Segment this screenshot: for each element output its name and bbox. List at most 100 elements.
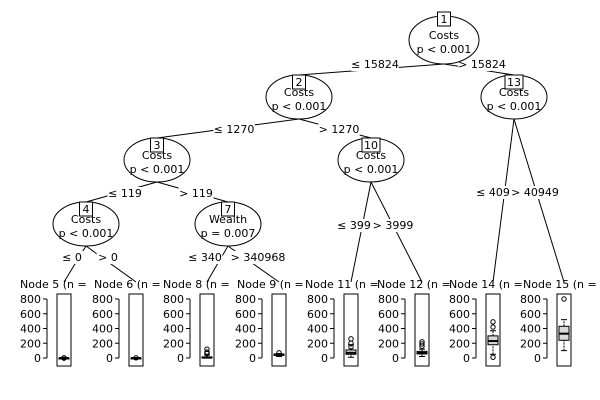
terminal-panel-12: [414, 293, 430, 367]
edge-label-bg: [318, 123, 360, 136]
outlier-point: [419, 339, 425, 345]
split-variable-7: Wealth: [209, 213, 247, 226]
y-tick-label: 200: [520, 337, 541, 350]
outlier-point: [204, 349, 210, 355]
y-tick-label: 200: [235, 337, 256, 350]
y-tick-label: 600: [378, 308, 399, 321]
split-variable-1: Costs: [429, 29, 459, 42]
outlier-point: [348, 344, 354, 350]
edge-label-bg: [336, 219, 372, 232]
split-pvalue-7: p = 0.007: [201, 227, 256, 240]
edge-label-bg: [96, 251, 120, 264]
edge-label-bg: [60, 251, 84, 264]
terminal-panel-8: [199, 293, 215, 367]
edge-label-3-4: ≤ 119: [108, 187, 142, 200]
y-tick-label: 200: [378, 337, 399, 350]
terminal-title-12: Node 12 (n =: [377, 278, 451, 291]
terminal-panel-5: [56, 293, 72, 367]
y-tick-label: 800: [378, 293, 399, 306]
node-id-4: 4: [83, 203, 90, 216]
outlier-point: [490, 319, 496, 325]
edge-label-1-13: > 15824: [458, 58, 506, 71]
y-tick-label: 800: [307, 293, 328, 306]
edge-label-bg: [187, 251, 223, 264]
terminal-title-15: Node 15 (n = 7: [523, 278, 600, 291]
edge-label-bg: [372, 219, 414, 232]
edge-label-10-12: > 3999: [373, 219, 414, 232]
terminal-panel-9: [271, 293, 287, 367]
y-tick-label: 200: [92, 337, 113, 350]
node-id-13: 13: [507, 76, 521, 89]
y-tick-label: 0: [534, 352, 541, 365]
terminal-title-8: Node 8 (n =: [163, 278, 230, 291]
y-tick-label: 0: [106, 352, 113, 365]
edge-label-2-3: ≤ 1270: [214, 123, 255, 136]
outlier-point: [348, 336, 354, 342]
split-pvalue-1: p < 0.001: [417, 43, 472, 56]
edge-label-bg: [458, 58, 506, 71]
terminal-panel-15: [556, 293, 572, 367]
y-tick-label: 400: [520, 323, 541, 336]
node-id-box: [504, 74, 524, 90]
y-tick-label: 600: [92, 308, 113, 321]
edge-label-10-11: ≤ 399: [337, 219, 371, 232]
y-tick-label: 800: [92, 293, 113, 306]
node-id-7: 7: [225, 203, 232, 216]
y-tick-label: 400: [92, 323, 113, 336]
terminal-panel-14: [485, 293, 501, 367]
node-id-box: [221, 201, 235, 217]
outlier-point: [61, 355, 67, 361]
y-tick-label: 600: [449, 308, 470, 321]
outlier-point: [490, 324, 496, 330]
y-tick-label: 400: [449, 323, 470, 336]
outlier-point: [561, 296, 567, 302]
edge-label-7-8: ≤ 340: [188, 251, 222, 264]
y-tick-label: 400: [20, 323, 41, 336]
edge-label-bg: [107, 187, 143, 200]
terminal-title-11: Node 11 (n =: [305, 278, 379, 291]
terminal-title-14: Node 14 (n =: [449, 278, 523, 291]
terminal-panel-6: [128, 293, 144, 367]
split-pvalue-3: p < 0.001: [130, 163, 185, 176]
terminal-panel-11: [343, 293, 359, 367]
split-variable-4: Costs: [71, 213, 101, 226]
outlier-point: [276, 350, 282, 356]
y-tick-label: 400: [307, 323, 328, 336]
split-variable-3: Costs: [142, 149, 172, 162]
y-tick-label: 0: [34, 352, 41, 365]
y-tick-label: 200: [449, 337, 470, 350]
y-tick-label: 400: [163, 323, 184, 336]
y-tick-label: 800: [163, 293, 184, 306]
terminal-title-5: Node 5 (n =: [20, 278, 87, 291]
y-tick-label: 200: [163, 337, 184, 350]
edge-label-bg: [178, 187, 214, 200]
outlier-point: [490, 354, 496, 360]
outlier-point: [204, 346, 210, 352]
y-tick-label: 600: [235, 308, 256, 321]
split-pvalue-10: p < 0.001: [344, 163, 399, 176]
y-tick-label: 200: [307, 337, 328, 350]
edge-label-1-2: ≤ 15824: [351, 58, 399, 71]
y-tick-label: 800: [20, 293, 41, 306]
y-tick-label: 600: [307, 308, 328, 321]
y-tick-label: 800: [449, 293, 470, 306]
y-tick-label: 600: [163, 308, 184, 321]
edge-label-4-6: > 0: [98, 251, 118, 264]
split-pvalue-4: p < 0.001: [59, 227, 114, 240]
split-variable-2: Costs: [284, 86, 314, 99]
edge-label-13-14: ≤ 409: [476, 186, 510, 199]
edge-label-3-7: > 119: [179, 187, 213, 200]
tree-edge-13-14: [492, 118, 515, 283]
y-tick-label: 0: [321, 352, 328, 365]
split-variable-10: Costs: [356, 149, 386, 162]
node-id-box: [79, 201, 93, 217]
y-tick-label: 0: [249, 352, 256, 365]
y-tick-label: 400: [235, 323, 256, 336]
edge-label-bg: [511, 186, 559, 199]
edge-label-4-5: ≤ 0: [62, 251, 82, 264]
terminal-title-6: Node 6 (n =: [94, 278, 161, 291]
y-tick-label: 600: [520, 308, 541, 321]
y-tick-label: 600: [20, 308, 41, 321]
